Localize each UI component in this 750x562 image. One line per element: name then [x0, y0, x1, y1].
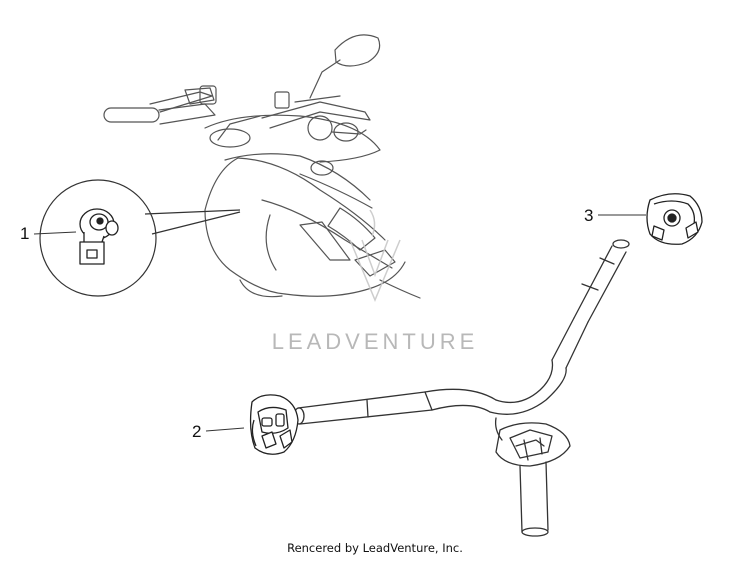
detail-circle-part-1 — [39, 179, 241, 297]
watermark-logo — [349, 209, 401, 302]
watermark-text: LEADVENTURE — [271, 329, 479, 354]
callout-leaders — [33, 214, 646, 432]
callout-1: 1 — [20, 224, 30, 243]
callout-3: 3 — [584, 206, 594, 225]
scooter-front-sketch — [103, 34, 421, 299]
part-1-drawing — [79, 208, 119, 265]
handlebar-drawing — [293, 239, 630, 537]
part-2-drawing — [249, 394, 299, 455]
callout-2: 2 — [192, 422, 202, 441]
part-3-drawing — [646, 193, 703, 245]
footer-credit: Rencered by LeadVenture, Inc. — [287, 541, 463, 555]
